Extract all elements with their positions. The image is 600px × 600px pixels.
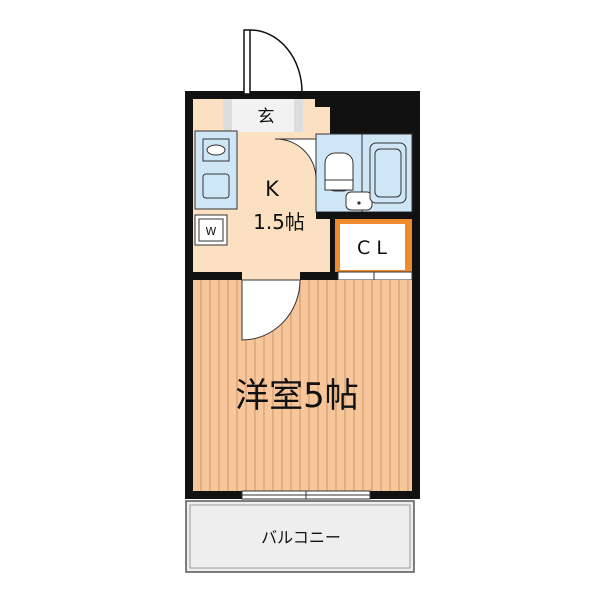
- kitchen-label: K: [265, 177, 280, 201]
- kitchen-right-wall: [330, 219, 335, 275]
- washer-label: W: [206, 225, 217, 238]
- western-room-floor: [193, 280, 412, 491]
- washbasin-icon: [345, 191, 373, 211]
- entrance-area: [223, 99, 303, 132]
- divider-wall: [193, 272, 412, 280]
- wood-floor-lines: [200, 280, 409, 491]
- balcony-label: バルコニー: [261, 528, 341, 547]
- entry-door: [243, 29, 303, 95]
- stove-icon: [202, 173, 230, 199]
- balcony: [185, 500, 415, 573]
- bath-closet-wall: [316, 212, 412, 219]
- kitchen-size-label: 1.5帖: [253, 210, 305, 234]
- bathroom-wall-fill: [315, 99, 412, 107]
- closet-door: [337, 271, 413, 281]
- room-door-swing: [241, 279, 301, 341]
- room-door-opening: [242, 272, 300, 280]
- balcony-window: [241, 490, 371, 500]
- western-room-label: 洋室5帖: [235, 376, 359, 416]
- kitchen-counter: [194, 130, 238, 210]
- unit-bath: [315, 133, 413, 213]
- entrance-label: 玄: [258, 107, 275, 127]
- sink-icon: [206, 144, 226, 156]
- closet-label: C L: [357, 237, 387, 259]
- closet: [333, 219, 412, 276]
- washer-box: [194, 214, 228, 246]
